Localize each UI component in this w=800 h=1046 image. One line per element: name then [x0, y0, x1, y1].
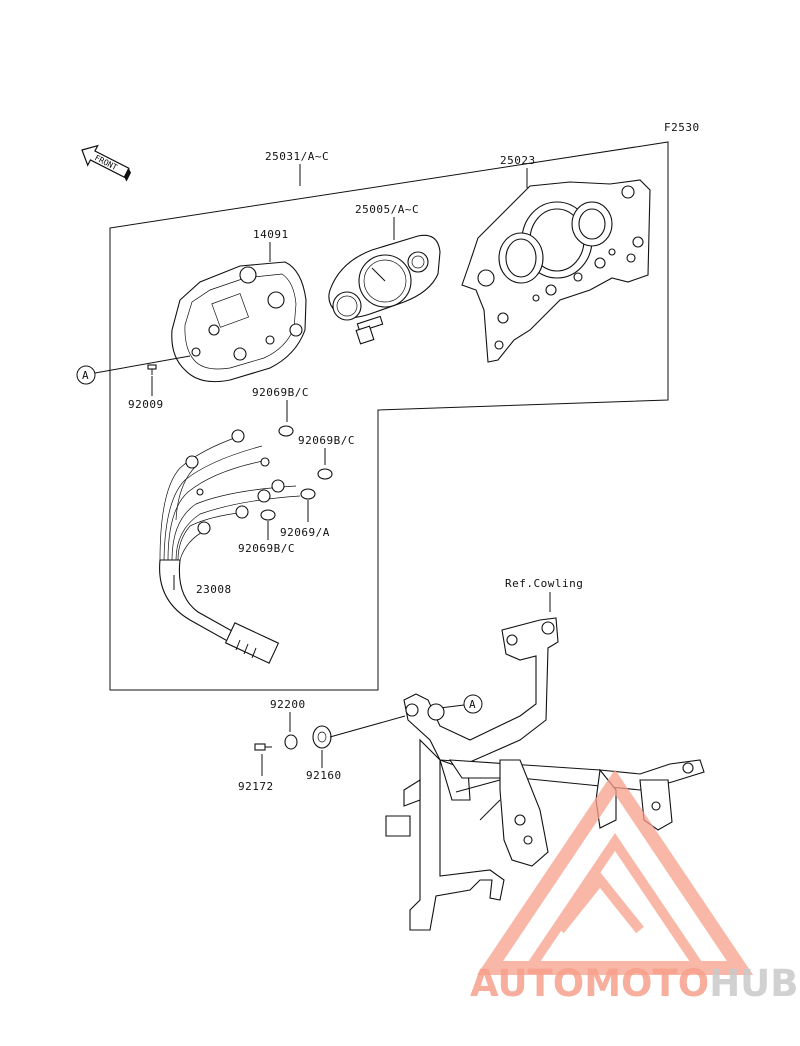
label-25005: 25005/A~C [355, 203, 419, 216]
label-92172: 92172 [238, 780, 274, 793]
bulb-92069a [300, 488, 316, 500]
label-23008: 23008 [196, 583, 232, 596]
leader-92160-to-bracket [329, 715, 406, 738]
label-92069bc-low: 92069B/C [238, 542, 295, 555]
label-92069bc-top: 92069B/C [252, 386, 309, 399]
assembly-outline [109, 141, 669, 691]
bolt-92172 [254, 743, 272, 751]
wire-harness [159, 429, 301, 664]
label-ref-cowling: Ref.Cowling [505, 577, 583, 590]
bulb-92069bc-top [278, 425, 294, 437]
bulb-92069bc-low [260, 509, 276, 521]
bulb-92069bc-mid [317, 468, 333, 480]
callout-a-bottom [463, 694, 483, 714]
label-14091: 14091 [253, 228, 289, 241]
watermark-text: AUTOMOTOHUB [470, 962, 798, 1005]
label-92069bc-mid: 92069B/C [298, 434, 355, 447]
watermark-part2: HUB [709, 962, 798, 1005]
callout-a-bottom-label: A [469, 698, 476, 711]
label-92160: 92160 [306, 769, 342, 782]
label-92069a: 92069/A [280, 526, 330, 539]
callout-a-top-label: A [82, 369, 89, 382]
damper-92160 [312, 725, 332, 749]
leader-callout-a [94, 355, 191, 374]
label-92009: 92009 [128, 398, 164, 411]
meter-case [171, 261, 307, 383]
label-92200: 92200 [270, 698, 306, 711]
washer-92200 [284, 734, 298, 750]
leader-callout-a-bottom [439, 704, 465, 709]
figure-code: F2530 [664, 121, 700, 134]
label-25023: 25023 [500, 154, 536, 167]
meter-unit [328, 234, 441, 345]
meter-cover [461, 179, 651, 363]
label-25031: 25031/A~C [265, 150, 329, 163]
screw-92009 [147, 364, 157, 375]
callout-a-top [76, 365, 96, 385]
watermark-logo-icon [476, 769, 754, 975]
cowling-bracket [385, 617, 705, 931]
watermark-part1: AUTOMOTO [470, 962, 709, 1005]
front-arrow-icon: FRONT [81, 144, 132, 182]
